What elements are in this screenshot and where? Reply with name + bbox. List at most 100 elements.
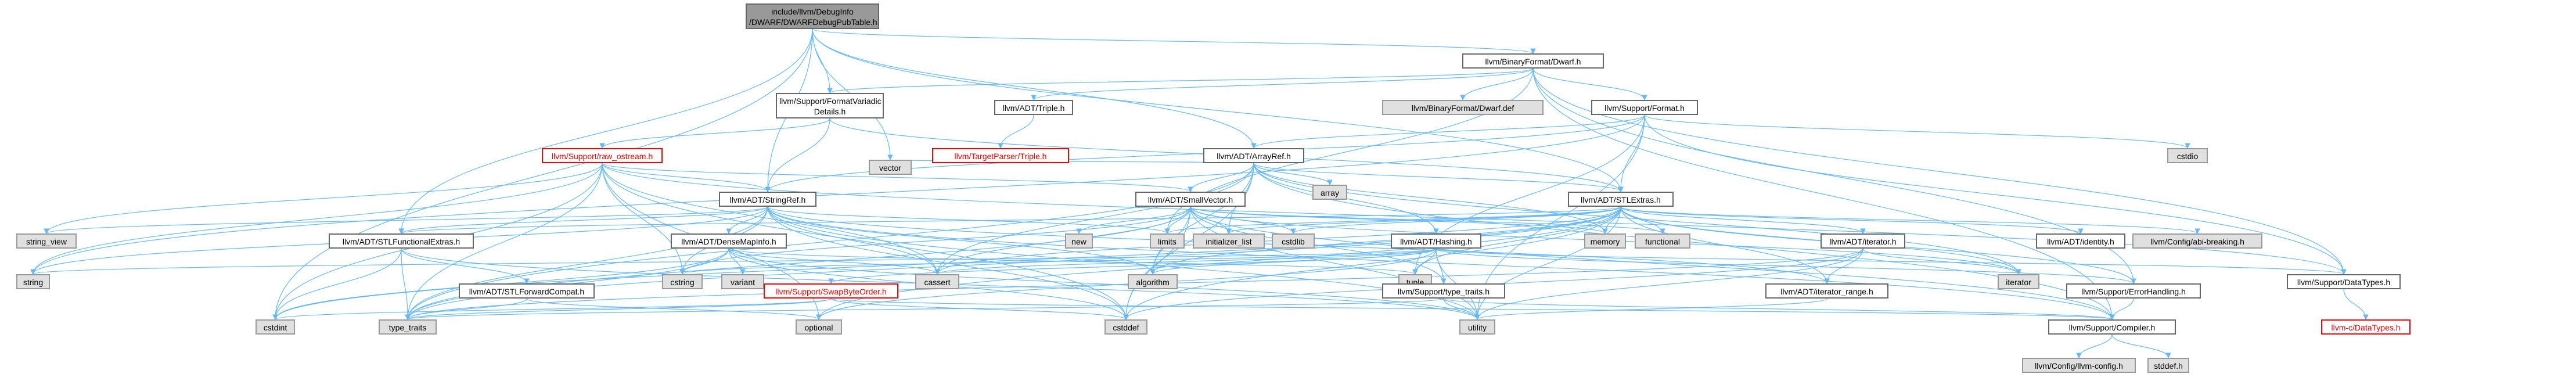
edge-root-to-fmtvar [812,28,833,94]
node-smallvector[interactable]: llvm/ADT/SmallVector.h [1135,192,1246,207]
edge-arrayref-to-array [1253,163,1333,185]
edge-stlfwd-to-optional [526,298,822,320]
edge-bfdwarf-to-dwarfdef [1460,68,1534,100]
edge-bfdwarf-to-triple [1031,68,1534,100]
edge-iteratorh-to-iterator [1862,248,2021,275]
node-arrayref[interactable]: llvm/ADT/ArrayRef.h [1203,148,1304,163]
edge-stlfunc-to-stlfwd [401,248,530,284]
edge-rawostream-to-stringref [602,163,771,192]
edge-stringref-to-compiler [767,206,2115,320]
edge-stlextras-to-abibreaking [1620,206,2200,234]
node-fmtvar[interactable]: llvm/Support/FormatVariadic Details.h [776,93,884,118]
edge-compiler-to-stddef [2111,334,2171,358]
node-limits: limits [1150,233,1185,249]
edge-hashing-to-tuple [1412,248,1437,275]
edge-format-to-cstdio [1644,114,2190,149]
edge-stlfunc-to-cstdint [272,248,402,320]
edge-stringref-to-string_view [44,206,768,234]
edge-arrayref-to-cassert [934,163,1254,275]
node-string: string [16,274,50,289]
edge-rawostream-to-smallvector [602,163,1193,192]
node-swapbyte[interactable]: llvm/Support/SwapByteOrder.h [764,283,898,299]
node-cstdint: cstdint [256,319,295,335]
edge-datatypes-to-cdatatypes [2343,289,2369,320]
node-new: new [1065,233,1093,249]
node-hashing[interactable]: llvm/ADT/Hashing.h [1391,233,1481,249]
edge-format-to-datatypes [1644,114,2347,275]
edge-smallvector-to-limits [1164,206,1191,234]
node-utility: utility [1459,319,1495,335]
edge-stlextras-to-cstddef [1123,206,1621,320]
node-densemapinfo[interactable]: llvm/ADT/DenseMapInfo.h [671,233,787,249]
edge-stlfwd-to-type_traits [405,298,527,320]
node-iterator: iterator [1998,274,2039,289]
node-errhandling[interactable]: llvm/Support/ErrorHandling.h [2066,283,2201,299]
node-stringref[interactable]: llvm/ADT/StringRef.h [719,192,816,207]
node-array: array [1312,185,1347,200]
node-cstdio: cstdio [2167,148,2208,163]
edge-stlextras-to-iterator [1620,206,2021,275]
edge-smallvector-to-compiler [1190,206,2115,320]
node-dwarfdef: llvm/BinaryFormat/Dwarf.def [1382,100,1544,115]
node-vector: vector [869,160,912,175]
node-tptriple[interactable]: llvm/TargetParser/Triple.h [932,148,1069,163]
node-string-view: string_view [16,233,77,249]
edge-root-to-arrayref [812,28,1257,149]
edge-iteratorh-to-utility [1474,248,1863,320]
edge-arrayref-to-memory [1253,163,1608,234]
edge-stringref-to-stlfunc [398,206,768,234]
edge-bfdwarf-to-fmtvar [827,68,1534,94]
node-type-traits: type_traits [379,319,437,335]
node-memory: memory [1584,233,1626,249]
edge-stlextras-to-iteratorh [1620,206,1866,234]
edge-hashing-to-cassert [934,248,1437,275]
edge-rawostream-to-cassert [602,163,940,275]
edge-bfdwarf-to-datatypes [1532,68,2347,275]
edge-format-to-arrayref [1251,114,1645,149]
edge-smallvector-to-typetraits [1190,206,1447,284]
node-bfdwarf[interactable]: llvm/BinaryFormat/Dwarf.h [1462,53,1604,69]
edge-swapbyte-to-cstddef [830,298,1129,320]
edge-format-to-utility [1474,114,1645,320]
edge-typetraits-to-compiler [1443,298,2115,320]
edge-stlextras-to-cstdlib [1290,206,1621,234]
node-identity[interactable]: llvm/ADT/identity.h [2036,233,2125,249]
edge-hashing-to-string [31,248,1437,275]
edge-stringref-to-limits [767,206,1170,234]
edge-typetraits-to-type_traits [405,298,1444,320]
edge-densemapinfo-to-cassert [728,248,940,275]
edge-root-to-stlfunc [398,28,813,234]
edge-hashing-to-typetraits [1435,248,1447,284]
node-cdatatypes[interactable]: llvm-c/DataTypes.h [2321,319,2410,335]
edge-stringref-to-type_traits [405,206,768,320]
edge-root-to-cstdint [272,28,813,320]
node-iteratorh[interactable]: llvm/ADT/iterator.h [1821,233,1905,249]
node-typetraits[interactable]: llvm/Support/type_traits.h [1382,283,1505,299]
edge-smallvector-to-type_traits [405,206,1191,320]
edge-rawostream-to-cstring [602,163,685,275]
node-variant: variant [721,274,764,289]
node-stlfunc[interactable]: llvm/ADT/STLFunctionalExtras.h [329,233,474,249]
edge-fmtvar-to-stringref [765,118,830,192]
edge-stlextras-to-stlfunc [399,206,1621,234]
edge-fmtvar-to-rawostream [599,118,830,149]
node-compiler[interactable]: llvm/Support/Compiler.h [2048,319,2176,335]
node-datatypes[interactable]: llvm/Support/DataTypes.h [2287,274,2401,289]
edge-smallvector-to-new [1076,206,1191,234]
node-stddef: stddef.h [2147,358,2189,373]
edge-stringref-to-densemapinfo [726,206,768,234]
node-stlfwd[interactable]: llvm/ADT/STLForwardCompat.h [459,283,595,299]
edge-smallvector-to-memory [1190,206,1608,234]
edge-errhandling-to-compiler [2109,298,2134,320]
node-stlextras[interactable]: llvm/ADT/STLExtras.h [1568,192,1674,207]
edge-arrayref-to-stlextras [1253,163,1624,192]
node-format[interactable]: llvm/Support/Format.h [1591,100,1698,115]
edge-bfdwarf-to-compiler [1532,68,2115,320]
node-root[interactable]: include/llvm/DebugInfo /DWARF/DWARFDebug… [746,3,879,29]
edge-rawostream-to-string [30,163,603,275]
node-functional: functional [1635,233,1690,249]
edge-rawostream-to-string_view [44,163,603,234]
node-rawostream[interactable]: llvm/Support/raw_ostream.h [542,148,663,163]
node-iterrange[interactable]: llvm/ADT/iterator_range.h [1765,283,1888,299]
node-triple[interactable]: llvm/ADT/Triple.h [994,100,1073,115]
